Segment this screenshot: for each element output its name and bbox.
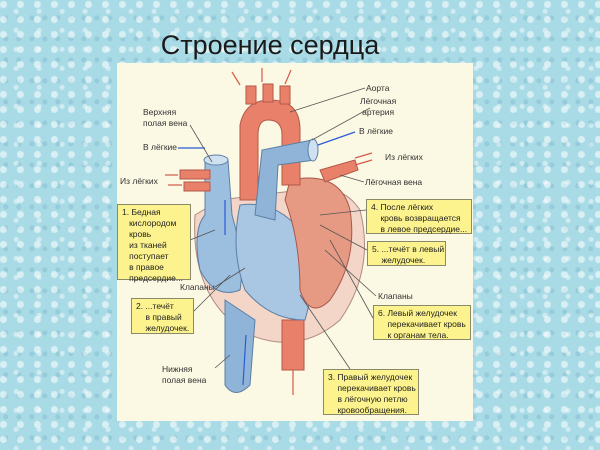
slide-title: Строение сердца — [160, 30, 380, 60]
aortic-branch — [245, 85, 257, 105]
aortic-branch — [262, 83, 274, 103]
label-valves-left: Клапаны — [180, 282, 215, 292]
step-3-box: 3. Правый желудочек перекачивает кровь в… — [323, 369, 419, 415]
blue-arrows — [178, 131, 356, 386]
step-6-box: 6. Левый желудочек перекачивает кровь к … — [373, 305, 471, 340]
red-arrows — [165, 68, 373, 395]
step-1-box: 1. Бедная кислородом кровь из тканей пос… — [117, 204, 191, 283]
label-from-lungs-right: Из лёгких — [385, 152, 423, 162]
pulmonary-vein-right — [319, 159, 359, 183]
label-aorta: Аорта — [366, 83, 390, 93]
leader-lines — [189, 87, 377, 370]
label-pulmonary-vein: Лёгочная вена — [365, 177, 423, 187]
step-4-box: 4. После лёгких кровь возвращается в лев… — [366, 199, 472, 234]
step-2-box: 2. ...течёт в правый желудочек. — [131, 298, 194, 334]
step-5-box: 5. ...течёт в левый желудочек. — [367, 241, 446, 266]
inferior-vena-cava — [224, 299, 256, 393]
pulmonary-vein-left — [179, 169, 211, 180]
label-superior-vena-cava: Верхняя полая вена — [143, 107, 188, 128]
label-inferior-vena-cava: Нижняя полая вена — [162, 364, 207, 385]
label-pulmonary-artery: Лёгочная артерия — [360, 96, 397, 117]
right-ventricle — [235, 203, 312, 321]
pulmonary-vein-left — [183, 181, 211, 192]
superior-vena-cava-opening — [203, 154, 229, 166]
label-valves-right: Клапаны — [378, 291, 413, 301]
label-to-lungs-right: В лёгкие — [359, 126, 394, 136]
descending-aorta — [281, 319, 305, 371]
aortic-branch — [279, 85, 291, 105]
aorta-arch — [239, 99, 301, 201]
right-atrium — [196, 159, 242, 293]
label-to-lungs-left: В лёгкие — [143, 142, 178, 152]
left-ventricle — [284, 177, 353, 309]
pulmonary-artery-opening — [307, 138, 319, 162]
label-from-lungs-left: Из лёгких — [120, 176, 158, 186]
